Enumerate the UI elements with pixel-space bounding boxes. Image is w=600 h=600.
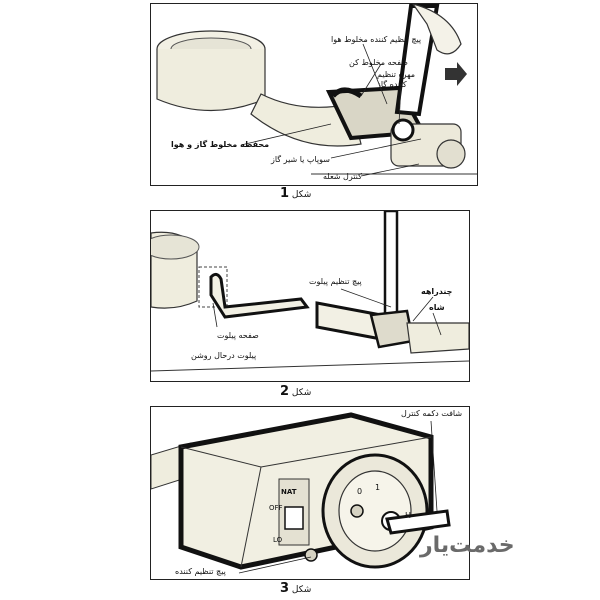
figure-1-word: شکل	[291, 190, 312, 200]
figure-1-panel: پیچ تنظیم کننده مخلوط هوا صفحه مخلوط کن …	[150, 3, 478, 186]
figure-2-illustration	[151, 211, 469, 372]
figure-3-number: 3	[280, 581, 290, 596]
figure-3-illustration	[151, 412, 451, 574]
figure-2-word: شکل	[291, 388, 312, 398]
label-pilot-on: پیلوت درحال روشن	[191, 351, 257, 360]
label-pilot-screw: پیچ تنظیم پیلوت	[309, 277, 362, 286]
dial-off-label: OFF	[269, 504, 283, 512]
label-flame-control: کنترل شعله	[323, 172, 362, 181]
label-gas-valve: سوپاپ یا شیر گاز	[271, 155, 330, 164]
label-air-mix-screw: پیچ تنظیم کننده مخلوط هوا	[331, 35, 422, 44]
label-manifold: چندراهه	[421, 287, 453, 296]
label-mix-chamber: محفظه مخلوط گاز و هوا	[171, 140, 270, 149]
dial-nat-label: NAT	[281, 488, 297, 496]
figure-1-caption: شکل 1	[280, 186, 311, 201]
figure-3-caption: شکل 3	[280, 581, 311, 596]
label-adjust-screw: پیچ تنظیم کننده	[175, 567, 226, 576]
label-gas-nut-line1: مهره تنظیم	[377, 70, 416, 79]
label-control-shaft: شافت دکمه کنترل	[401, 409, 463, 418]
label-main: شاه	[429, 303, 445, 312]
dial-h-label: H	[405, 511, 412, 520]
watermark-logo: خدمت‌یار	[420, 533, 515, 558]
dial-one-label: 1	[375, 483, 381, 492]
label-pilot-plate: صفحه پیلوت	[217, 331, 259, 340]
figure-3-panel: شافت دکمه کنترل پیچ تنظیم کننده NAT OFF …	[150, 406, 470, 580]
label-mixer-plate: صفحه مخلوط کن	[349, 58, 408, 67]
figure-2-caption: شکل 2	[280, 384, 311, 399]
figure-2-number: 2	[280, 384, 290, 399]
dial-lo-label: LO	[273, 536, 283, 544]
figure-1-number: 1	[280, 186, 290, 201]
dial-zero-label: 0	[357, 487, 363, 496]
label-gas-nut-line2: کننده گاز	[377, 80, 407, 89]
figure-3-word: شکل	[291, 585, 312, 595]
figure-2-panel: پیچ تنظیم پیلوت چندراهه شاه صفحه پیلوت پ…	[150, 210, 470, 382]
figure-1-illustration	[156, 4, 477, 177]
